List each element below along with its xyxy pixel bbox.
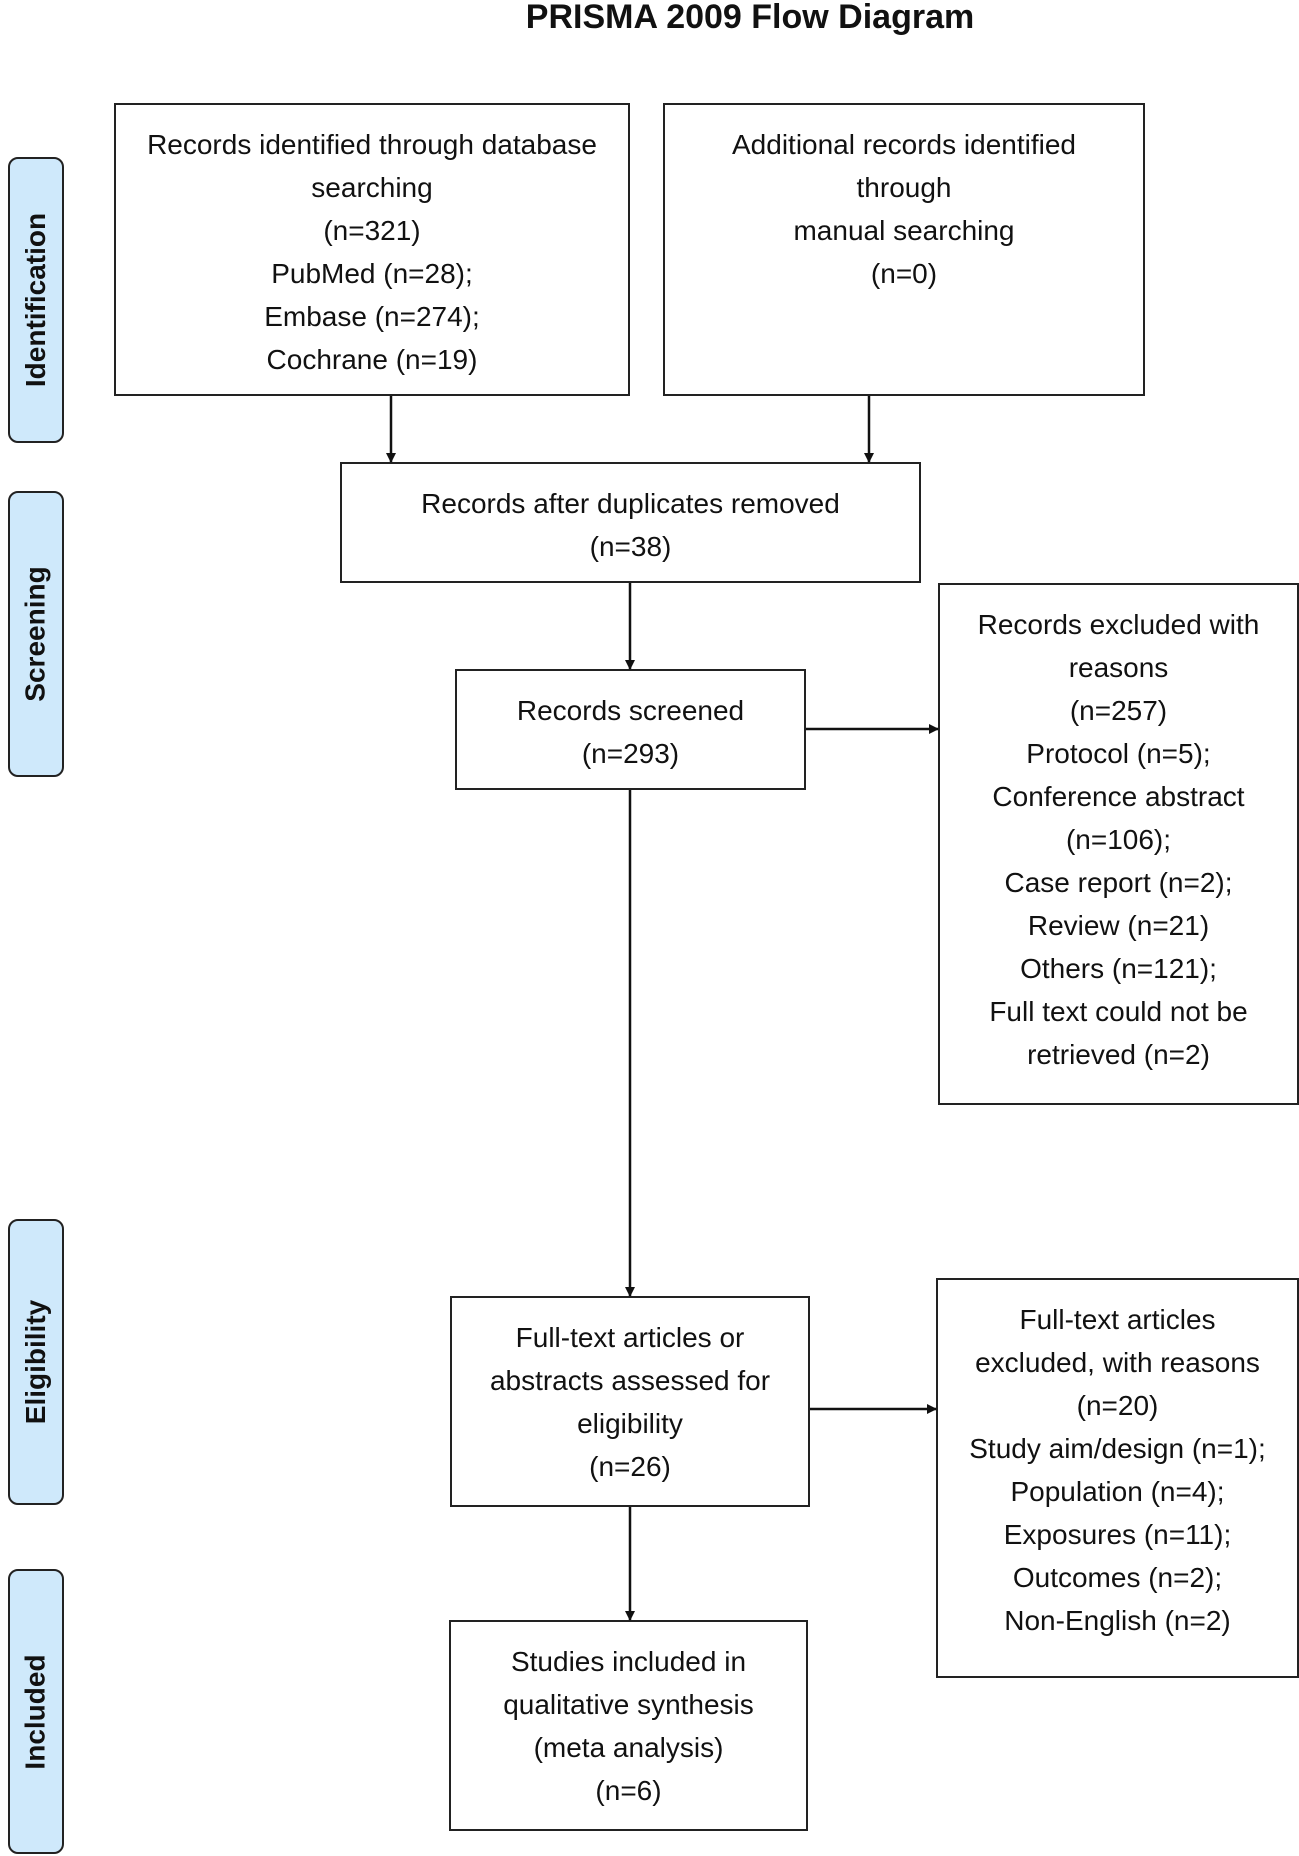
box-line: Population (n=4); xyxy=(1010,1476,1225,1507)
box-line: qualitative synthesis xyxy=(503,1689,754,1720)
stage-eligibility: Eligibility xyxy=(8,1219,64,1505)
box-line: Conference abstract xyxy=(992,781,1245,812)
box-line: Exposures (n=11); xyxy=(1003,1519,1232,1550)
box-line: (n=6) xyxy=(595,1775,662,1806)
box-line: PubMed (n=28); xyxy=(271,258,473,289)
box-line: Records screened xyxy=(516,695,745,726)
box-line: Records excluded with xyxy=(977,609,1260,640)
records-screened-box: Records screened (n=293) xyxy=(455,669,806,790)
box-line: (meta analysis) xyxy=(533,1732,724,1763)
box-line: eligibility xyxy=(577,1408,683,1439)
records-excluded-box: Records excluded with reasons (n=257) Pr… xyxy=(938,583,1299,1105)
box-line: Others (n=121); xyxy=(1020,953,1217,984)
box-line: Additional records identified xyxy=(732,129,1076,160)
box-line: (n=20) xyxy=(1076,1390,1159,1421)
box-line: Non-English (n=2) xyxy=(1004,1605,1231,1636)
included-studies-box: Studies included in qualitative synthesi… xyxy=(449,1620,808,1831)
box-line: (n=26) xyxy=(589,1451,671,1482)
box-line: Full-text articles xyxy=(1019,1304,1216,1335)
box-line: Review (n=21) xyxy=(1027,910,1210,941)
box-line: abstracts assessed for xyxy=(489,1365,771,1396)
box-line: Studies included in xyxy=(510,1646,747,1677)
diagram-title: PRISMA 2009 Flow Diagram xyxy=(525,0,975,36)
box-line: (n=0) xyxy=(870,258,938,289)
box-line: manual searching xyxy=(793,215,1015,246)
stage-identification: Identification xyxy=(8,157,64,443)
box-line: Full text could not be xyxy=(989,996,1248,1027)
box-line: retrieved (n=2) xyxy=(1027,1039,1210,1070)
stage-screening: Screening xyxy=(8,491,64,777)
box-line: Records identified through database xyxy=(147,129,597,160)
box-line: searching xyxy=(311,172,433,203)
box-line: Study aim/design (n=1); xyxy=(969,1433,1266,1464)
box-line: Records after duplicates removed xyxy=(421,488,840,519)
after-duplicates-box: Records after duplicates removed (n=38) xyxy=(340,462,921,583)
box-line: Case report (n=2); xyxy=(1004,867,1233,898)
box-line: Protocol (n=5); xyxy=(1026,738,1211,769)
box-line: Cochrane (n=19) xyxy=(266,344,478,375)
full-text-assessed-box: Full-text articles or abstracts assessed… xyxy=(450,1296,810,1507)
box-line: Full-text articles or xyxy=(515,1322,745,1353)
database-search-box: Records identified through database sear… xyxy=(114,103,630,396)
box-line: through xyxy=(856,172,952,203)
stage-included: Included xyxy=(8,1569,64,1854)
box-line: reasons xyxy=(1068,652,1169,683)
box-line: (n=106); xyxy=(1065,824,1172,855)
manual-search-box: Additional records identified through ma… xyxy=(663,103,1145,396)
box-line: Outcomes (n=2); xyxy=(1012,1562,1223,1593)
box-line: Embase (n=274); xyxy=(264,301,480,332)
box-line: (n=321) xyxy=(323,215,421,246)
box-line: excluded, with reasons xyxy=(975,1347,1260,1378)
box-line: (n=257) xyxy=(1069,695,1168,726)
full-text-excluded-box: Full-text articles excluded, with reason… xyxy=(936,1278,1299,1678)
box-line: (n=293) xyxy=(581,738,680,769)
box-line: (n=38) xyxy=(589,531,672,562)
